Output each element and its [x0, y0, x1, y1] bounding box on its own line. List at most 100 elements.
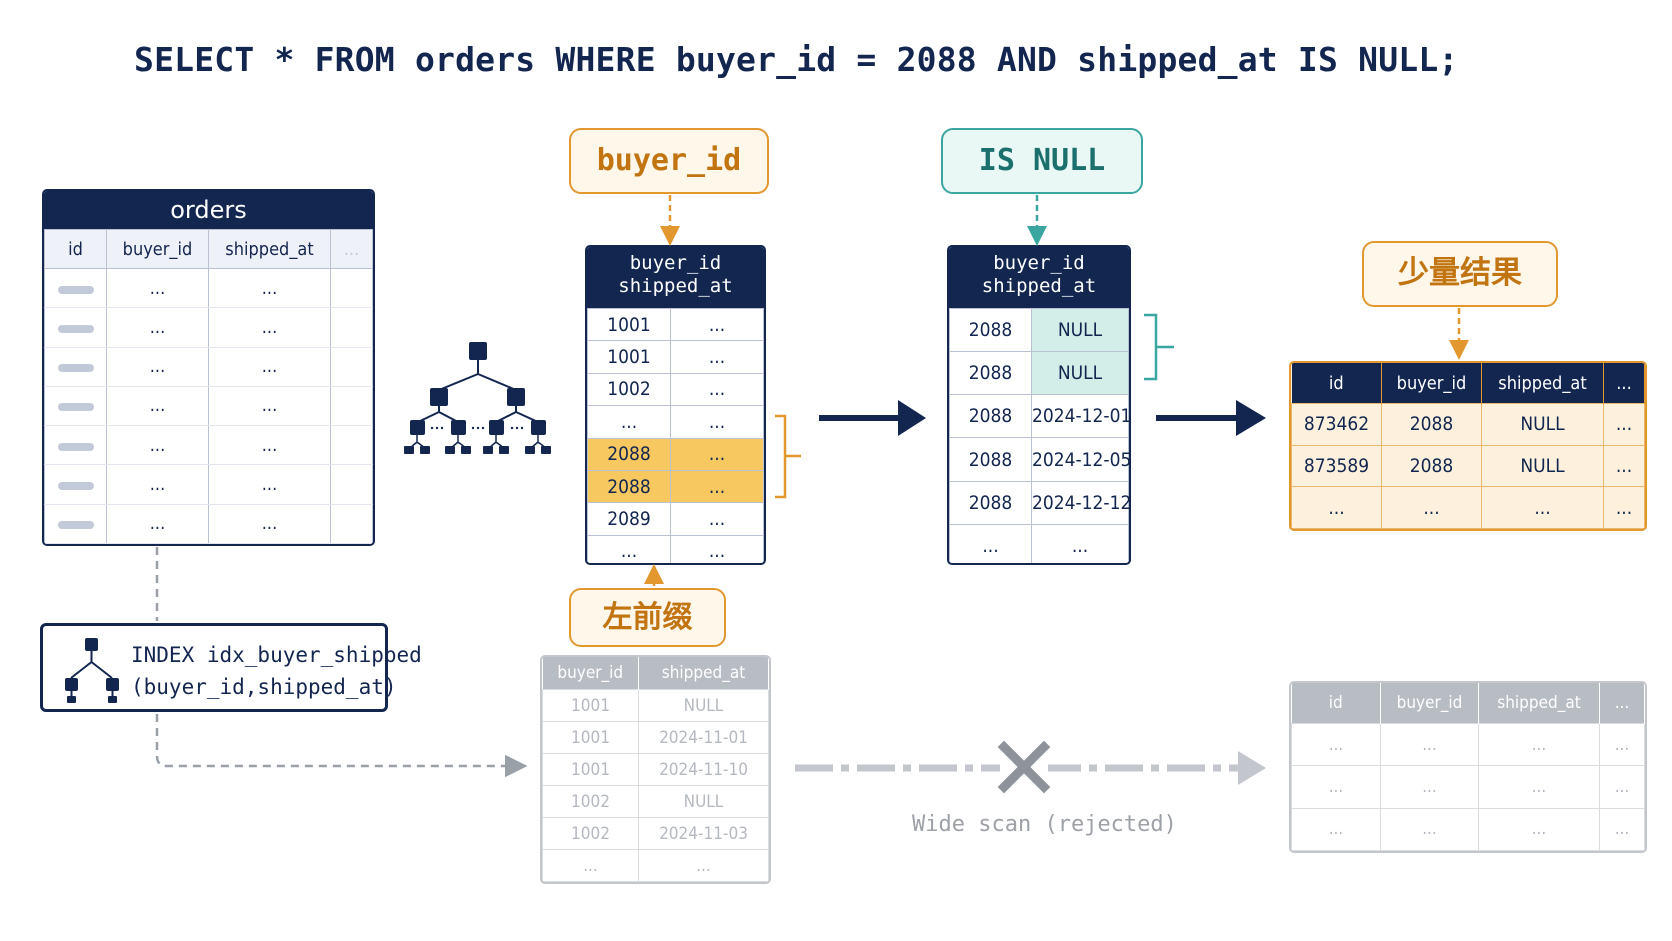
- rejected-cell: ...: [1478, 807, 1600, 851]
- index2-cell: 2024-12-05: [1031, 437, 1129, 482]
- index1-cell: ...: [670, 405, 764, 439]
- index2-cell: ...: [1031, 523, 1129, 563]
- index2-cell: 2088: [949, 437, 1032, 482]
- orders-row: ......: [44, 425, 373, 466]
- orders-col-buyer-id: buyer_id: [106, 229, 209, 269]
- orders-id-placeholder: [44, 504, 107, 544]
- orders-more-cell: [330, 347, 373, 387]
- index-tree-icon: [65, 638, 119, 703]
- scan-cell: 2024-11-03: [638, 817, 769, 850]
- rejected-cell: ...: [1380, 765, 1479, 809]
- index2-cell: 2088: [949, 351, 1032, 396]
- orders-row: ......: [44, 307, 373, 348]
- rejected-col-shipped-at: shipped_at: [1478, 683, 1600, 724]
- index2-header-buyer-id: buyer_id: [993, 252, 1085, 274]
- few-results-label: 少量结果: [1362, 241, 1558, 307]
- result-col-more: ...: [1603, 363, 1645, 404]
- rejected-cell: ...: [1599, 722, 1645, 767]
- index2-cell: NULL: [1031, 307, 1129, 353]
- orders-more-cell: [330, 307, 373, 348]
- orders-col-id: id: [44, 229, 107, 269]
- scan-cell: ...: [542, 849, 639, 882]
- orders-shipped-at-cell: ...: [208, 386, 331, 427]
- orders-row: ......: [44, 464, 373, 505]
- prefix-range-bracket: [775, 414, 801, 499]
- index1-row: ......: [587, 534, 764, 563]
- orders-row: ......: [44, 504, 373, 544]
- rejected-cell: ...: [1380, 722, 1479, 767]
- index2-cell: 2088: [949, 394, 1032, 439]
- rejected-cell: ...: [1478, 765, 1600, 809]
- orders-shipped-at-cell: ...: [208, 268, 331, 309]
- index1-row: 1001...: [587, 340, 764, 374]
- index1-cell: ...: [670, 340, 764, 374]
- is-null-label: IS NULL: [941, 128, 1143, 194]
- orders-buyer-id-cell: ...: [106, 464, 209, 505]
- index1-cell: ...: [670, 469, 764, 504]
- result-cell: ...: [1291, 486, 1382, 529]
- index-definition: INDEX idx_buyer_shipped (buyer_id,shippe…: [40, 623, 422, 712]
- scan-cell: 2024-11-10: [638, 753, 769, 786]
- index1-cell: ...: [587, 534, 671, 563]
- orders-shipped-at-cell: ...: [208, 307, 331, 348]
- index1-row: 1002...: [587, 372, 764, 407]
- orders-shipped-at-cell: ...: [208, 347, 331, 387]
- scan-row: ......: [542, 849, 769, 882]
- index2-cell: 2088: [949, 480, 1032, 525]
- index2-cell: NULL: [1031, 351, 1129, 396]
- orders-row: ......: [44, 347, 373, 387]
- orders-caption: orders: [44, 191, 373, 229]
- orders-row: ......: [44, 386, 373, 427]
- left-prefix-label: 左前缀: [569, 588, 726, 647]
- rejected-row: ............: [1291, 722, 1645, 767]
- index-columns: (buyer_id,shipped_at): [131, 675, 397, 699]
- index1-row: 2088...: [587, 469, 764, 504]
- result-cell: NULL: [1481, 444, 1604, 488]
- orders-more-cell: [330, 464, 373, 505]
- orders-id-placeholder: [44, 307, 107, 348]
- result-cell: ...: [1603, 444, 1645, 488]
- index2-cell: 2024-12-12: [1031, 480, 1129, 525]
- index1-header-shipped-at: shipped_at: [618, 275, 733, 297]
- orders-shipped-at-cell: ...: [208, 425, 331, 466]
- index2-row: ......: [949, 523, 1129, 563]
- index2-cell: 2024-12-01: [1031, 394, 1129, 439]
- index-leaf-table-buyer: buyer_id shipped_at 1001...1001...1002..…: [585, 245, 766, 565]
- rejected-col-buyer-id: buyer_id: [1380, 683, 1479, 724]
- index1-cell: ...: [670, 307, 764, 342]
- rejected-cell: ...: [1599, 807, 1645, 851]
- scan-col-buyer-id: buyer_id: [542, 657, 639, 690]
- orders-buyer-id-cell: ...: [106, 386, 209, 427]
- result-cell: 2088: [1381, 444, 1482, 488]
- result-cell: ...: [1381, 486, 1482, 529]
- index1-cell: 1001: [587, 340, 671, 374]
- index1-row: 1001...: [587, 307, 764, 342]
- result-col-shipped-at: shipped_at: [1481, 363, 1604, 404]
- orders-row: ......: [44, 268, 373, 309]
- orders-more-cell: [330, 425, 373, 466]
- index-scan-connector: [155, 714, 528, 778]
- index-name: INDEX idx_buyer_shipped: [131, 643, 422, 667]
- rejected-col-id: id: [1291, 683, 1381, 724]
- result-cell: ...: [1603, 403, 1645, 446]
- index1-row: 2088...: [587, 437, 764, 471]
- orders-more-cell: [330, 504, 373, 544]
- scan-cell: NULL: [638, 785, 769, 818]
- orders-buyer-id-cell: ...: [106, 268, 209, 309]
- orders-shipped-at-cell: ...: [208, 464, 331, 505]
- orders-buyer-id-cell: ...: [106, 307, 209, 348]
- orders-col-shipped-at: shipped_at: [208, 229, 331, 269]
- query-title: SELECT * FROM orders WHERE buyer_id = 20…: [134, 40, 1459, 79]
- index1-cell: 2088: [587, 469, 671, 504]
- orders-buyer-id-cell: ...: [106, 504, 209, 544]
- index1-cell: ...: [670, 534, 764, 563]
- scan-cell: ...: [638, 849, 769, 882]
- index1-header-buyer-id: buyer_id: [629, 252, 722, 274]
- result-col-id: id: [1291, 363, 1382, 404]
- index1-cell: 2088: [587, 437, 671, 471]
